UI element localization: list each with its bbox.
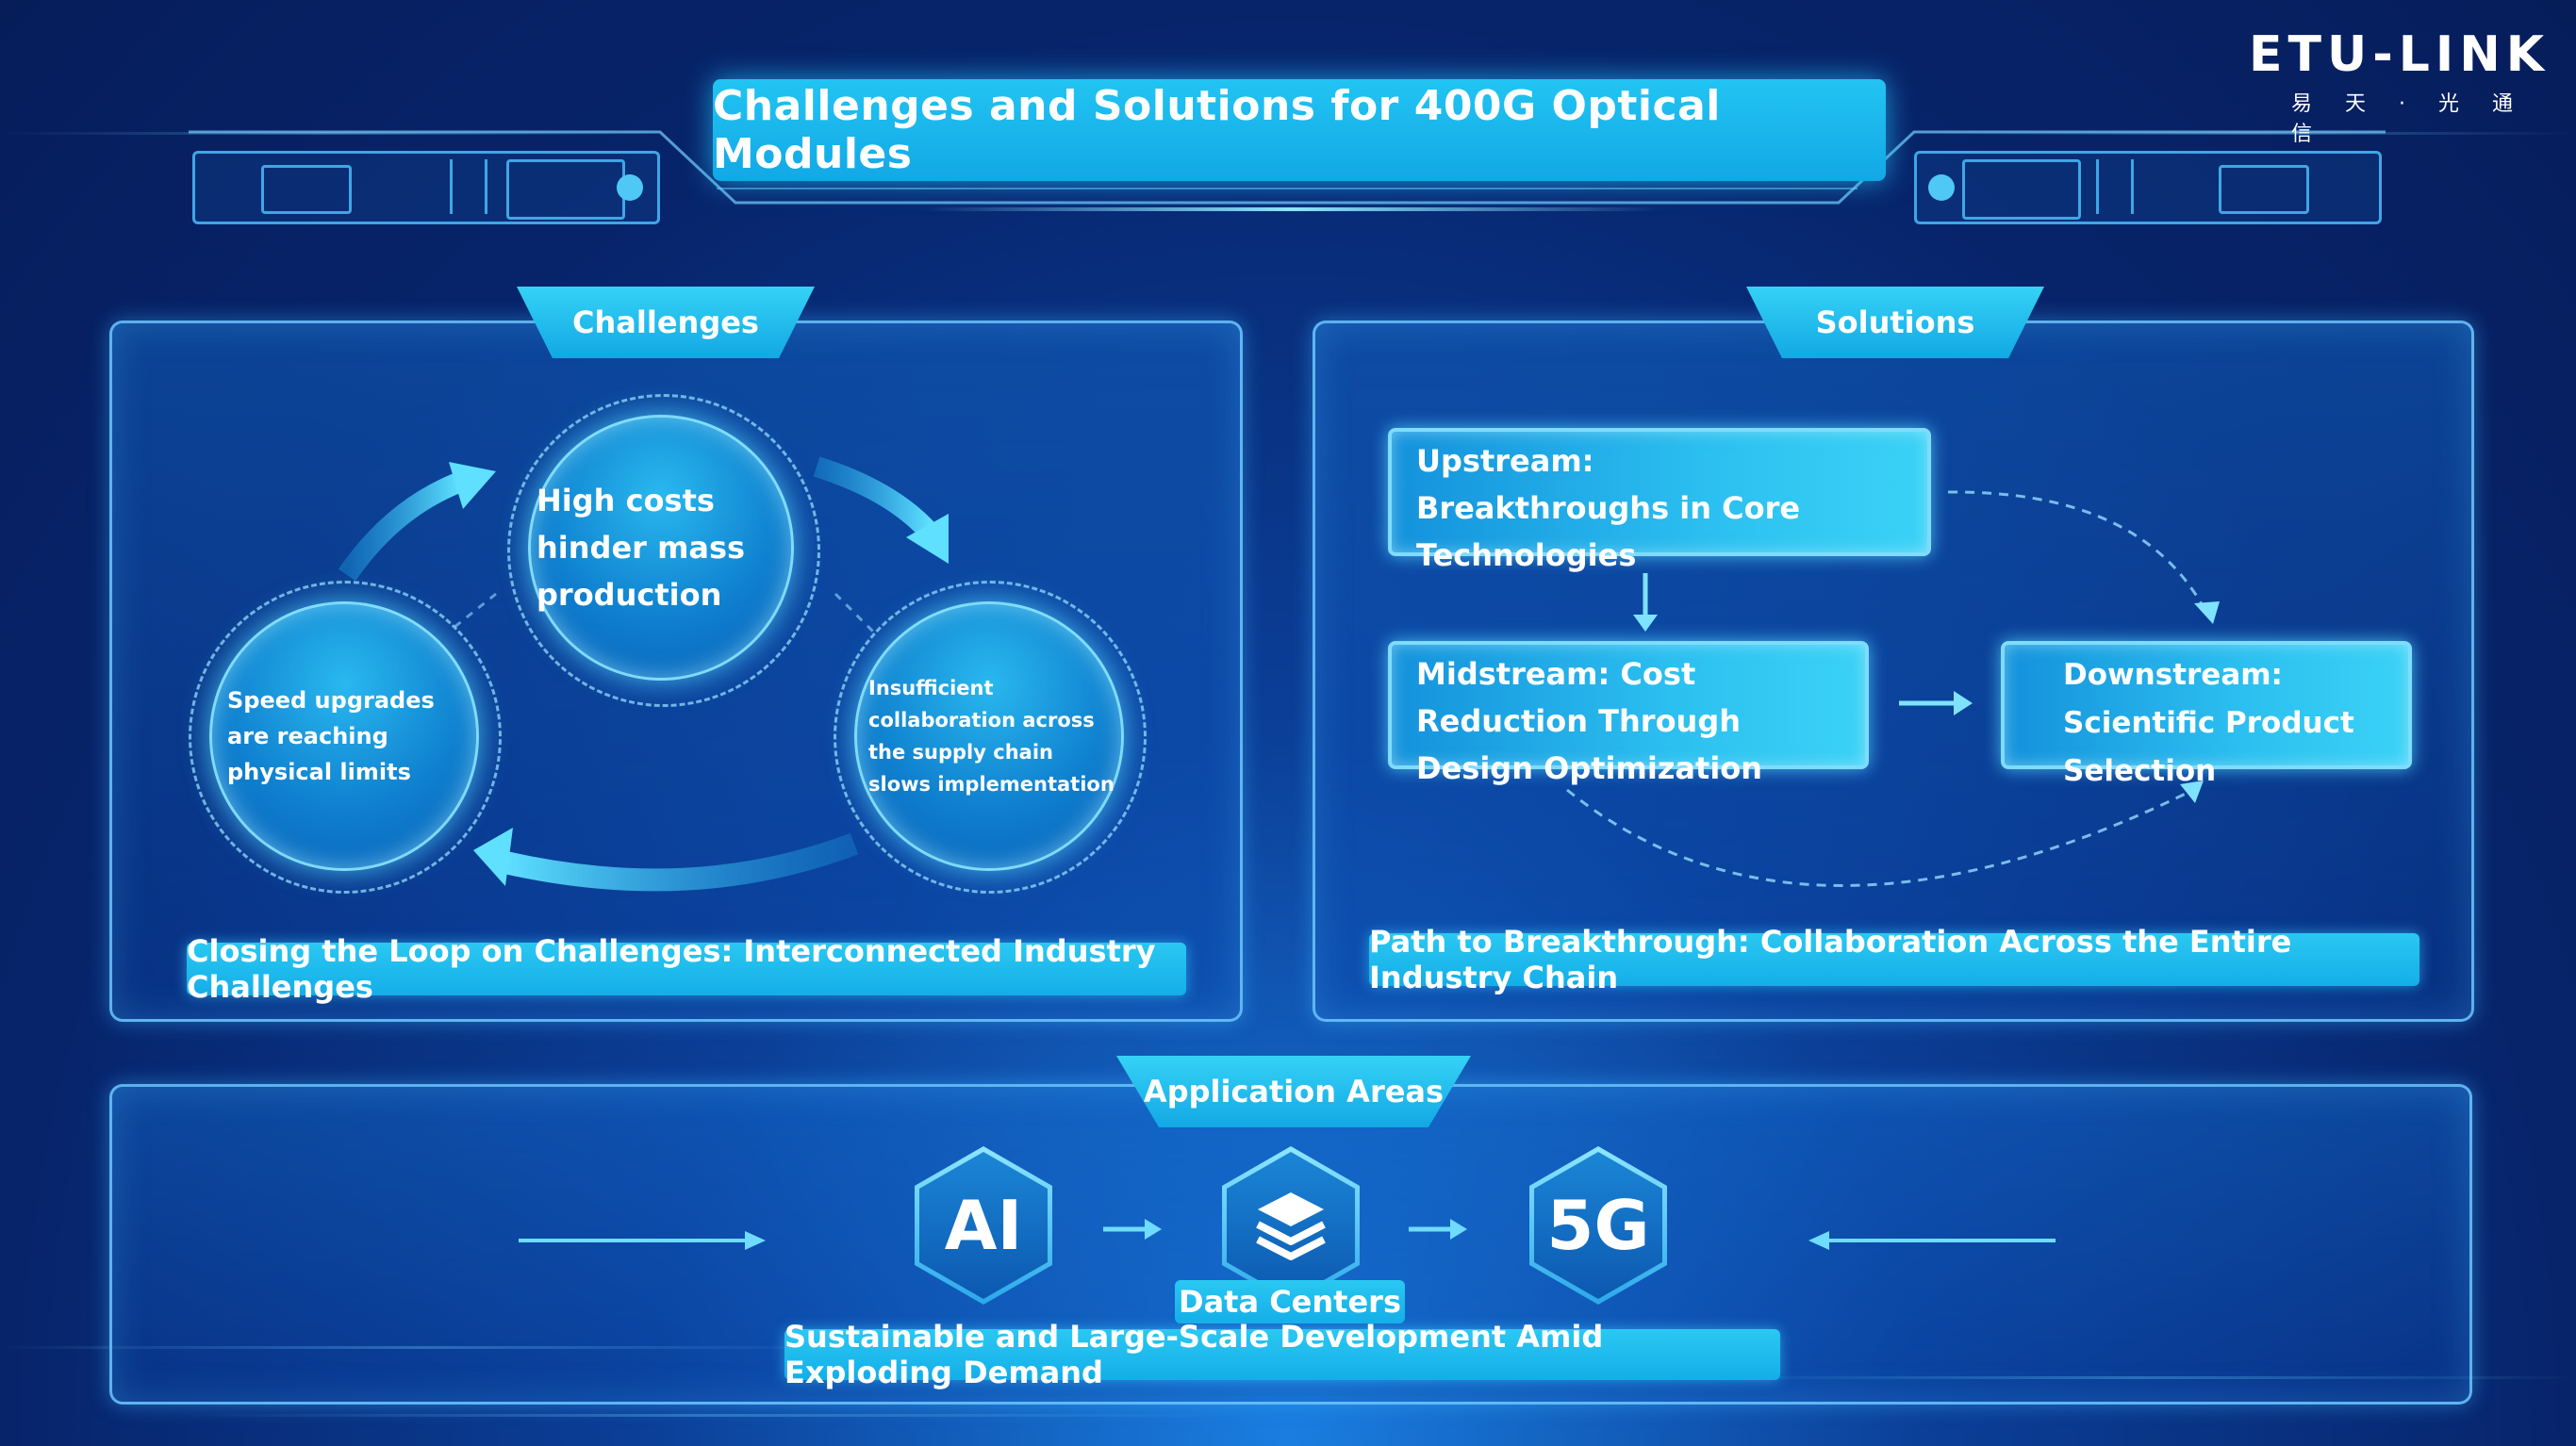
layers-icon [1227,1152,1355,1299]
upstream-box: Upstream: Breakthroughs in Core Technolo… [1388,428,1931,573]
applications-caption: Sustainable and Large-Scale Development … [784,1319,1780,1390]
challenges-caption: Closing the Loop on Challenges: Intercon… [187,933,1186,1005]
challenge-costs-text: High costs hinder mass production [537,483,746,613]
solutions-caption: Path to Breakthrough: Collaboration Acro… [1369,924,2419,995]
solutions-caption-text: Path to Breakthrough: Collaboration Acro… [1369,924,2292,995]
fiveg-hexagon: 5G [1529,1146,1667,1305]
optical-module-right [1914,151,2382,224]
midstream-box: Midstream: Cost Reduction Through Design… [1388,641,1869,786]
solutions-tab: Solutions [1746,287,2044,358]
cycle-arrows [338,456,949,892]
challenge-circle-costs: High costs hinder mass production [528,415,794,681]
header-glow [924,207,1660,211]
fiveg-icon: 5G [1534,1152,1662,1299]
data-centers-label: Data Centers [1175,1280,1405,1323]
applications-caption-text: Sustainable and Large-Scale Development … [784,1319,1604,1390]
challenges-caption-text: Closing the Loop on Challenges: Intercon… [187,933,1156,1005]
ai-label: AI [944,1186,1023,1265]
optical-module-left [192,151,660,224]
page-title: Challenges and Solutions for 400G Optica… [713,82,1721,178]
upstream-text: Upstream: Breakthroughs in Core Technolo… [1416,443,1801,573]
downstream-box: Downstream: Scientific Product Selection [2001,641,2412,788]
challenge-speed-text: Speed upgrades are reaching physical lim… [227,687,435,785]
challenge-circle-speed: Speed upgrades are reaching physical lim… [209,601,479,871]
solution-flow-lines [1566,490,2220,887]
challenge-ring-right [834,581,1147,894]
title-bar: Challenges and Solutions for 400G Optica… [713,79,1886,181]
logo-subtitle: 易 天 · 光 通 信 [2291,92,2526,146]
applications-tab-label: Application Areas [1143,1074,1445,1109]
fiveg-label: 5G [1546,1186,1650,1265]
challenge-ring-top [507,394,820,707]
data-centers-label-text: Data Centers [1179,1284,1401,1320]
header-frame [189,130,2386,205]
challenge-collaboration-text: Insufficient collaboration across the su… [868,677,1115,796]
challenge-circle-collaboration: Insufficient collaboration across the su… [854,601,1124,871]
solutions-tab-label: Solutions [1815,304,1975,340]
ai-hexagon: AI [915,1146,1052,1305]
data-centers-hexagon [1222,1146,1360,1305]
challenges-tab-label: Challenges [572,304,759,340]
challenge-ring-left [189,581,502,894]
ai-icon: AI [919,1152,1048,1299]
downstream-text: Downstream: Scientific Product Selection [2063,658,2354,788]
logo: ETU-LINK [2249,26,2551,83]
midstream-text: Midstream: Cost Reduction Through Design… [1416,656,1763,786]
challenges-tab: Challenges [517,287,815,358]
applications-tab: Application Areas [1116,1056,1471,1127]
